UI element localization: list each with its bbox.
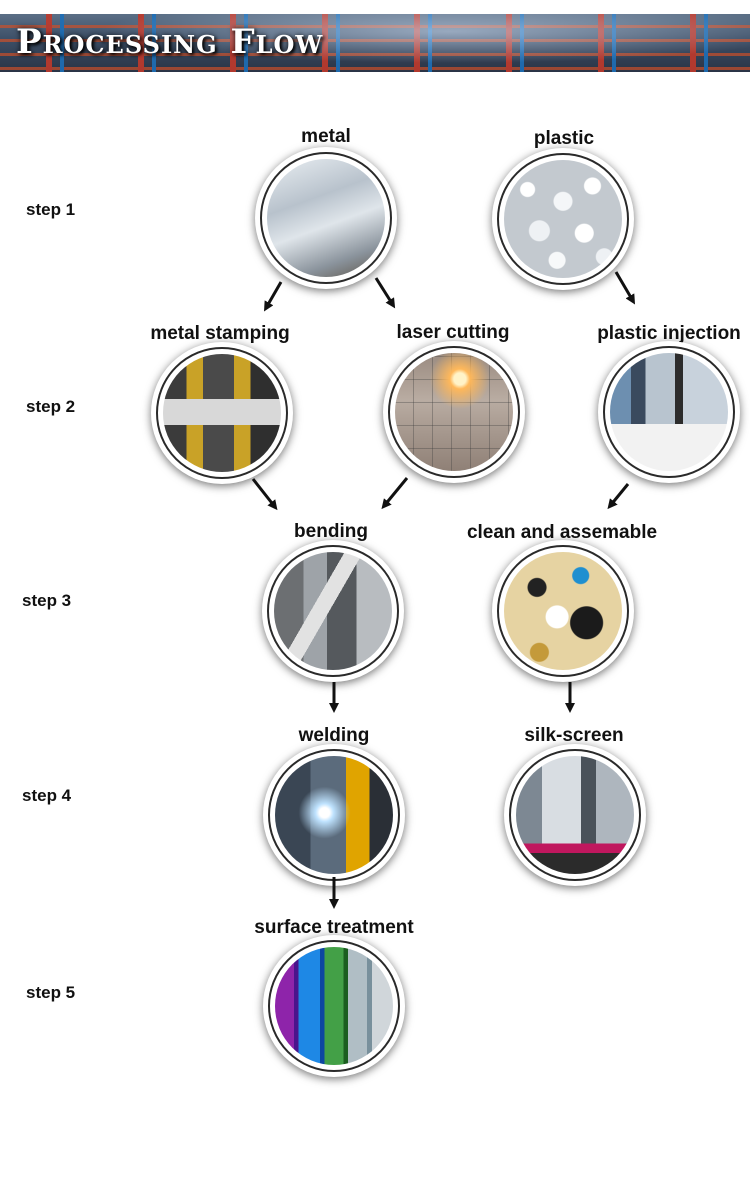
step-label-3: step 3 [22, 591, 72, 610]
label-laser-cutting: laser cutting [396, 322, 510, 343]
metal-stamping-image [163, 354, 281, 472]
label-plastic: plastic [533, 128, 595, 149]
label-silk-screen: silk-screen [524, 725, 624, 746]
arrow-stamping-to-bending [251, 478, 278, 511]
node-bending [262, 540, 404, 682]
node-laser-cutting [383, 341, 525, 483]
label-plastic-injection: plastic injection [597, 323, 741, 344]
node-clean-assemble [492, 540, 634, 682]
banner-title: Processing Flow [16, 22, 324, 62]
metal-sheet-image [267, 159, 385, 277]
arrow-laser-to-bending [381, 477, 409, 510]
processing-flow-banner: Processing Flow [0, 14, 750, 72]
label-surface-treatment: surface treatment [254, 917, 414, 938]
step-label-1: step 1 [26, 200, 76, 219]
step-label-2: step 2 [26, 397, 76, 416]
node-metal [255, 147, 397, 289]
label-metal: metal [301, 126, 351, 147]
arrow-metal-to-stamping [264, 281, 283, 312]
node-metal-stamping [151, 342, 293, 484]
node-welding [263, 744, 405, 886]
step-label-4: step 4 [22, 786, 72, 805]
bending-image [274, 552, 392, 670]
clean-assemble-image [504, 552, 622, 670]
label-metal-stamping: metal stamping [150, 323, 290, 344]
node-surface-treatment [263, 935, 405, 1077]
label-bending: bending [294, 521, 368, 542]
plastic-pellets-image [504, 160, 622, 278]
node-plastic [492, 148, 634, 290]
arrow-plastic-to-injection [614, 271, 636, 305]
welding-image [275, 756, 393, 874]
surface-treatment-image [275, 947, 393, 1065]
arrow-injection-to-clean [607, 483, 630, 510]
laser-cutting-image [395, 353, 513, 471]
step-label-5: step 5 [26, 983, 76, 1002]
plastic-injection-image [610, 353, 728, 471]
label-welding: welding [298, 725, 370, 746]
node-silk-screen [504, 744, 646, 886]
arrow-metal-to-laser [374, 277, 396, 309]
silk-screen-image [516, 756, 634, 874]
label-clean-assemble: clean and assemable [466, 522, 658, 543]
node-plastic-injection [598, 341, 740, 483]
